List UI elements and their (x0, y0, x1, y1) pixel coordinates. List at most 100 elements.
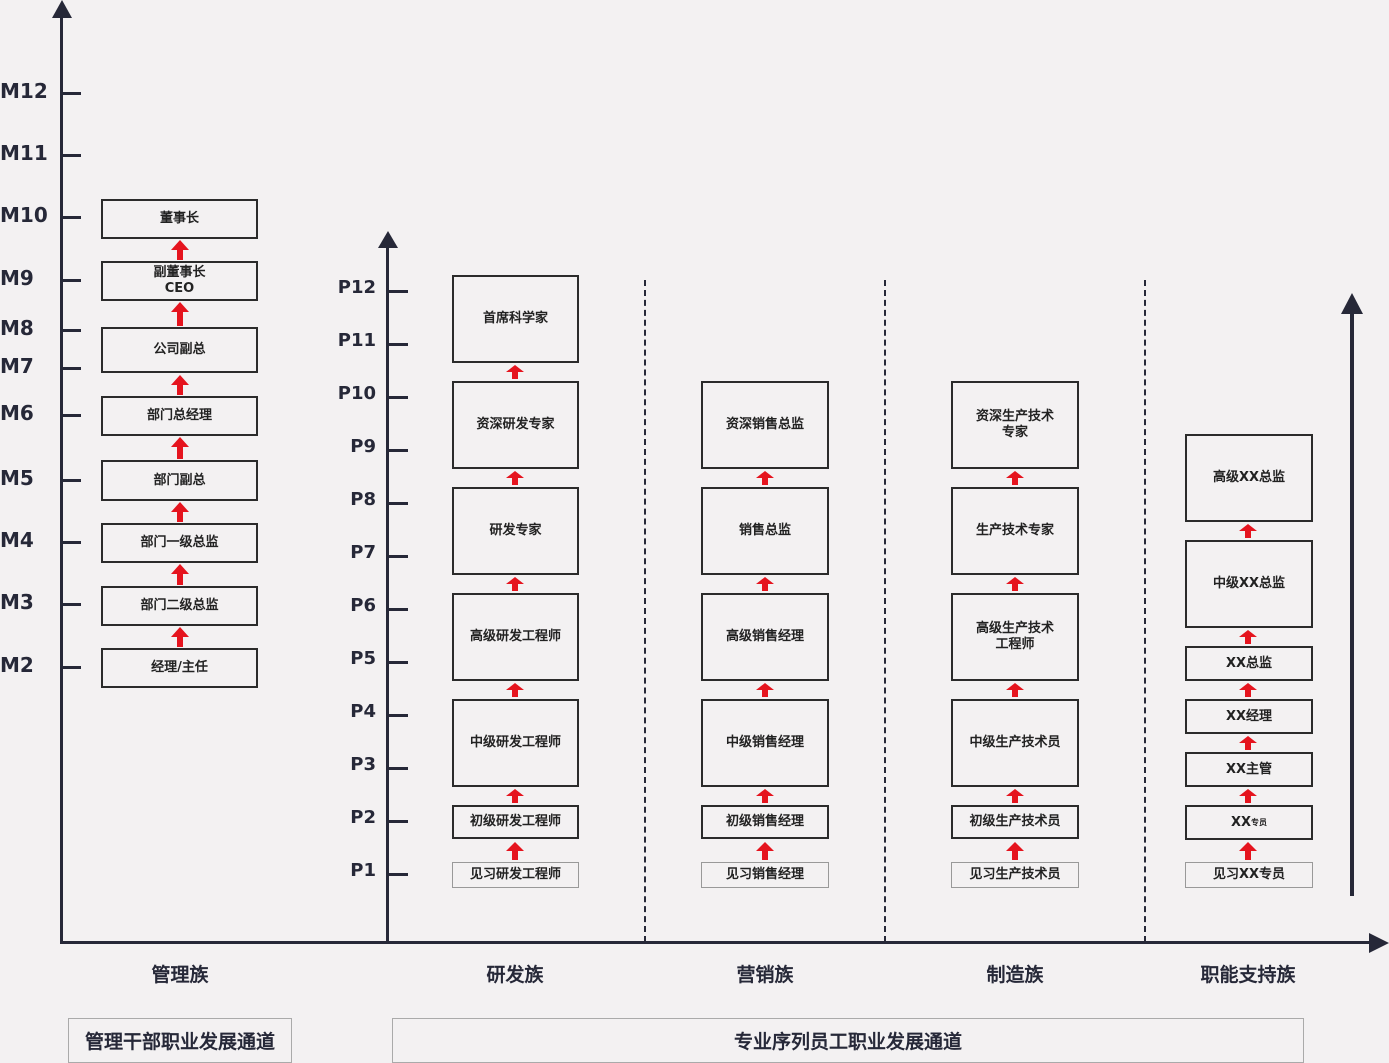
box-label: 生产技术专家 (975, 523, 1054, 538)
red-up-arrow-icon (1006, 577, 1024, 591)
professional-level-tick (387, 396, 408, 399)
management-level-tick (61, 666, 81, 669)
management-level-tick (61, 329, 81, 332)
red-up-arrow-icon (1239, 683, 1257, 697)
box-support-supervisor: XX主管 (1185, 752, 1313, 787)
box-label: 工程师 (995, 637, 1035, 652)
box-rnd-chief-scientist: 首席科学家 (452, 275, 579, 363)
box-label: 见习销售经理 (725, 867, 804, 882)
management-level-label: M3 (0, 590, 34, 614)
management-level-label: M9 (0, 266, 34, 290)
management-level-label: M5 (0, 466, 34, 490)
box-label: 初级研发工程师 (469, 814, 561, 829)
box-label: 中级XX总监 (1212, 576, 1286, 591)
box-label: 部门总经理 (146, 408, 212, 423)
red-up-arrow-icon (1006, 471, 1024, 485)
red-up-arrow-icon (1239, 524, 1257, 538)
box-label: 初级生产技术员 (969, 814, 1061, 829)
family-support: 职能支持族 (1200, 964, 1296, 986)
management-level-tick (61, 92, 81, 95)
box-label: 专家 (1001, 425, 1028, 440)
box-support-manager: XX经理 (1185, 699, 1313, 734)
red-up-arrow-icon (756, 577, 774, 591)
box-label: 见习研发工程师 (469, 867, 561, 882)
box-label: 副董事长 (153, 265, 206, 280)
box-label: 高级生产技术 (975, 621, 1054, 636)
professional-level-tick (387, 661, 408, 664)
box-label: 高级XX总监 (1212, 470, 1286, 485)
box-label: XX主管 (1225, 761, 1273, 777)
management-channel-label: 管理干部职业发展通道 (68, 1018, 292, 1063)
family-manufacturing: 制造族 (986, 964, 1044, 986)
box-label: 初级销售经理 (725, 814, 804, 829)
box-label: CEO (164, 281, 195, 296)
red-up-arrow-icon (506, 365, 524, 379)
professional-level-label: P1 (350, 860, 376, 881)
box-label: 董事长 (159, 211, 199, 226)
box-mfg-junior-technician: 初级生产技术员 (951, 805, 1079, 839)
box-label: 经理/主任 (151, 660, 208, 675)
red-up-arrow-icon (171, 564, 189, 585)
professional-axis (386, 245, 389, 943)
separator-manufacturing-support (1144, 280, 1146, 942)
box-label-small: 专员 (1251, 817, 1268, 827)
professional-level-tick (387, 714, 408, 717)
management-level-tick (61, 154, 81, 157)
box-label: 见习XX专员 (1212, 867, 1286, 882)
box-label: 高级销售经理 (725, 629, 804, 644)
professional-level-label: P9 (350, 436, 376, 457)
management-level-label: M7 (0, 354, 34, 378)
box-label: 首席科学家 (482, 311, 548, 326)
professional-level-label: P8 (350, 489, 376, 510)
box-label: XX (1230, 814, 1252, 830)
box-support-intern-specialist: 见习XX专员 (1185, 862, 1313, 888)
red-up-arrow-icon (756, 789, 774, 803)
box-label: 销售总监 (738, 523, 791, 538)
box-mfg-expert: 生产技术专家 (951, 487, 1079, 575)
box-rnd-junior-engineer: 初级研发工程师 (452, 805, 579, 839)
professional-level-label: P7 (350, 542, 376, 563)
box-label: 公司副总 (153, 342, 206, 357)
professional-level-label: P5 (350, 648, 376, 669)
management-level-tick (61, 279, 81, 282)
red-up-arrow-icon (756, 842, 774, 860)
management-level-tick (61, 414, 81, 417)
professional-level-label: P11 (337, 330, 376, 351)
red-up-arrow-icon (1006, 789, 1024, 803)
professional-level-tick (387, 767, 408, 770)
box-sales-mid-manager: 中级销售经理 (701, 699, 829, 787)
box-department-deputy: 部门副总 (101, 460, 258, 501)
red-up-arrow-icon (1006, 683, 1024, 697)
box-department-director-2: 部门二级总监 (101, 586, 258, 626)
box-label: 研发专家 (489, 523, 542, 538)
professional-level-tick (387, 502, 408, 505)
red-up-arrow-icon (171, 302, 189, 326)
box-rnd-senior-expert: 资深研发专家 (452, 381, 579, 469)
management-level-label: M10 (0, 203, 48, 227)
box-label: 中级生产技术员 (969, 735, 1061, 750)
separator-sales-manufacturing (884, 280, 886, 942)
separator-rnd-sales (644, 280, 646, 942)
box-label: 部门二级总监 (140, 598, 219, 613)
red-up-arrow-icon (171, 437, 189, 459)
management-axis-arrowhead (52, 0, 72, 18)
box-label: 中级研发工程师 (469, 735, 561, 750)
box-label: 中级销售经理 (725, 735, 804, 750)
box-mfg-senior-engineer: 高级生产技术工程师 (951, 593, 1079, 681)
management-level-tick (61, 216, 81, 219)
box-sales-intern-manager: 见习销售经理 (701, 862, 829, 888)
box-department-gm: 部门总经理 (101, 396, 258, 436)
red-up-arrow-icon (171, 375, 189, 395)
management-level-tick (61, 479, 81, 482)
support-growth-arrowhead (1341, 293, 1363, 314)
red-up-arrow-icon (1239, 630, 1257, 644)
professional-level-tick (387, 343, 408, 346)
professional-level-tick (387, 555, 408, 558)
box-label: 部门副总 (153, 472, 206, 488)
box-label: 资深研发专家 (476, 417, 555, 432)
professional-level-label: P10 (337, 383, 376, 404)
professional-channel-label: 专业序列员工职业发展通道 (392, 1018, 1304, 1063)
box-label: 高级研发工程师 (469, 629, 561, 644)
box-label: 资深生产技术 (975, 409, 1054, 424)
box-chairman: 董事长 (101, 199, 258, 239)
